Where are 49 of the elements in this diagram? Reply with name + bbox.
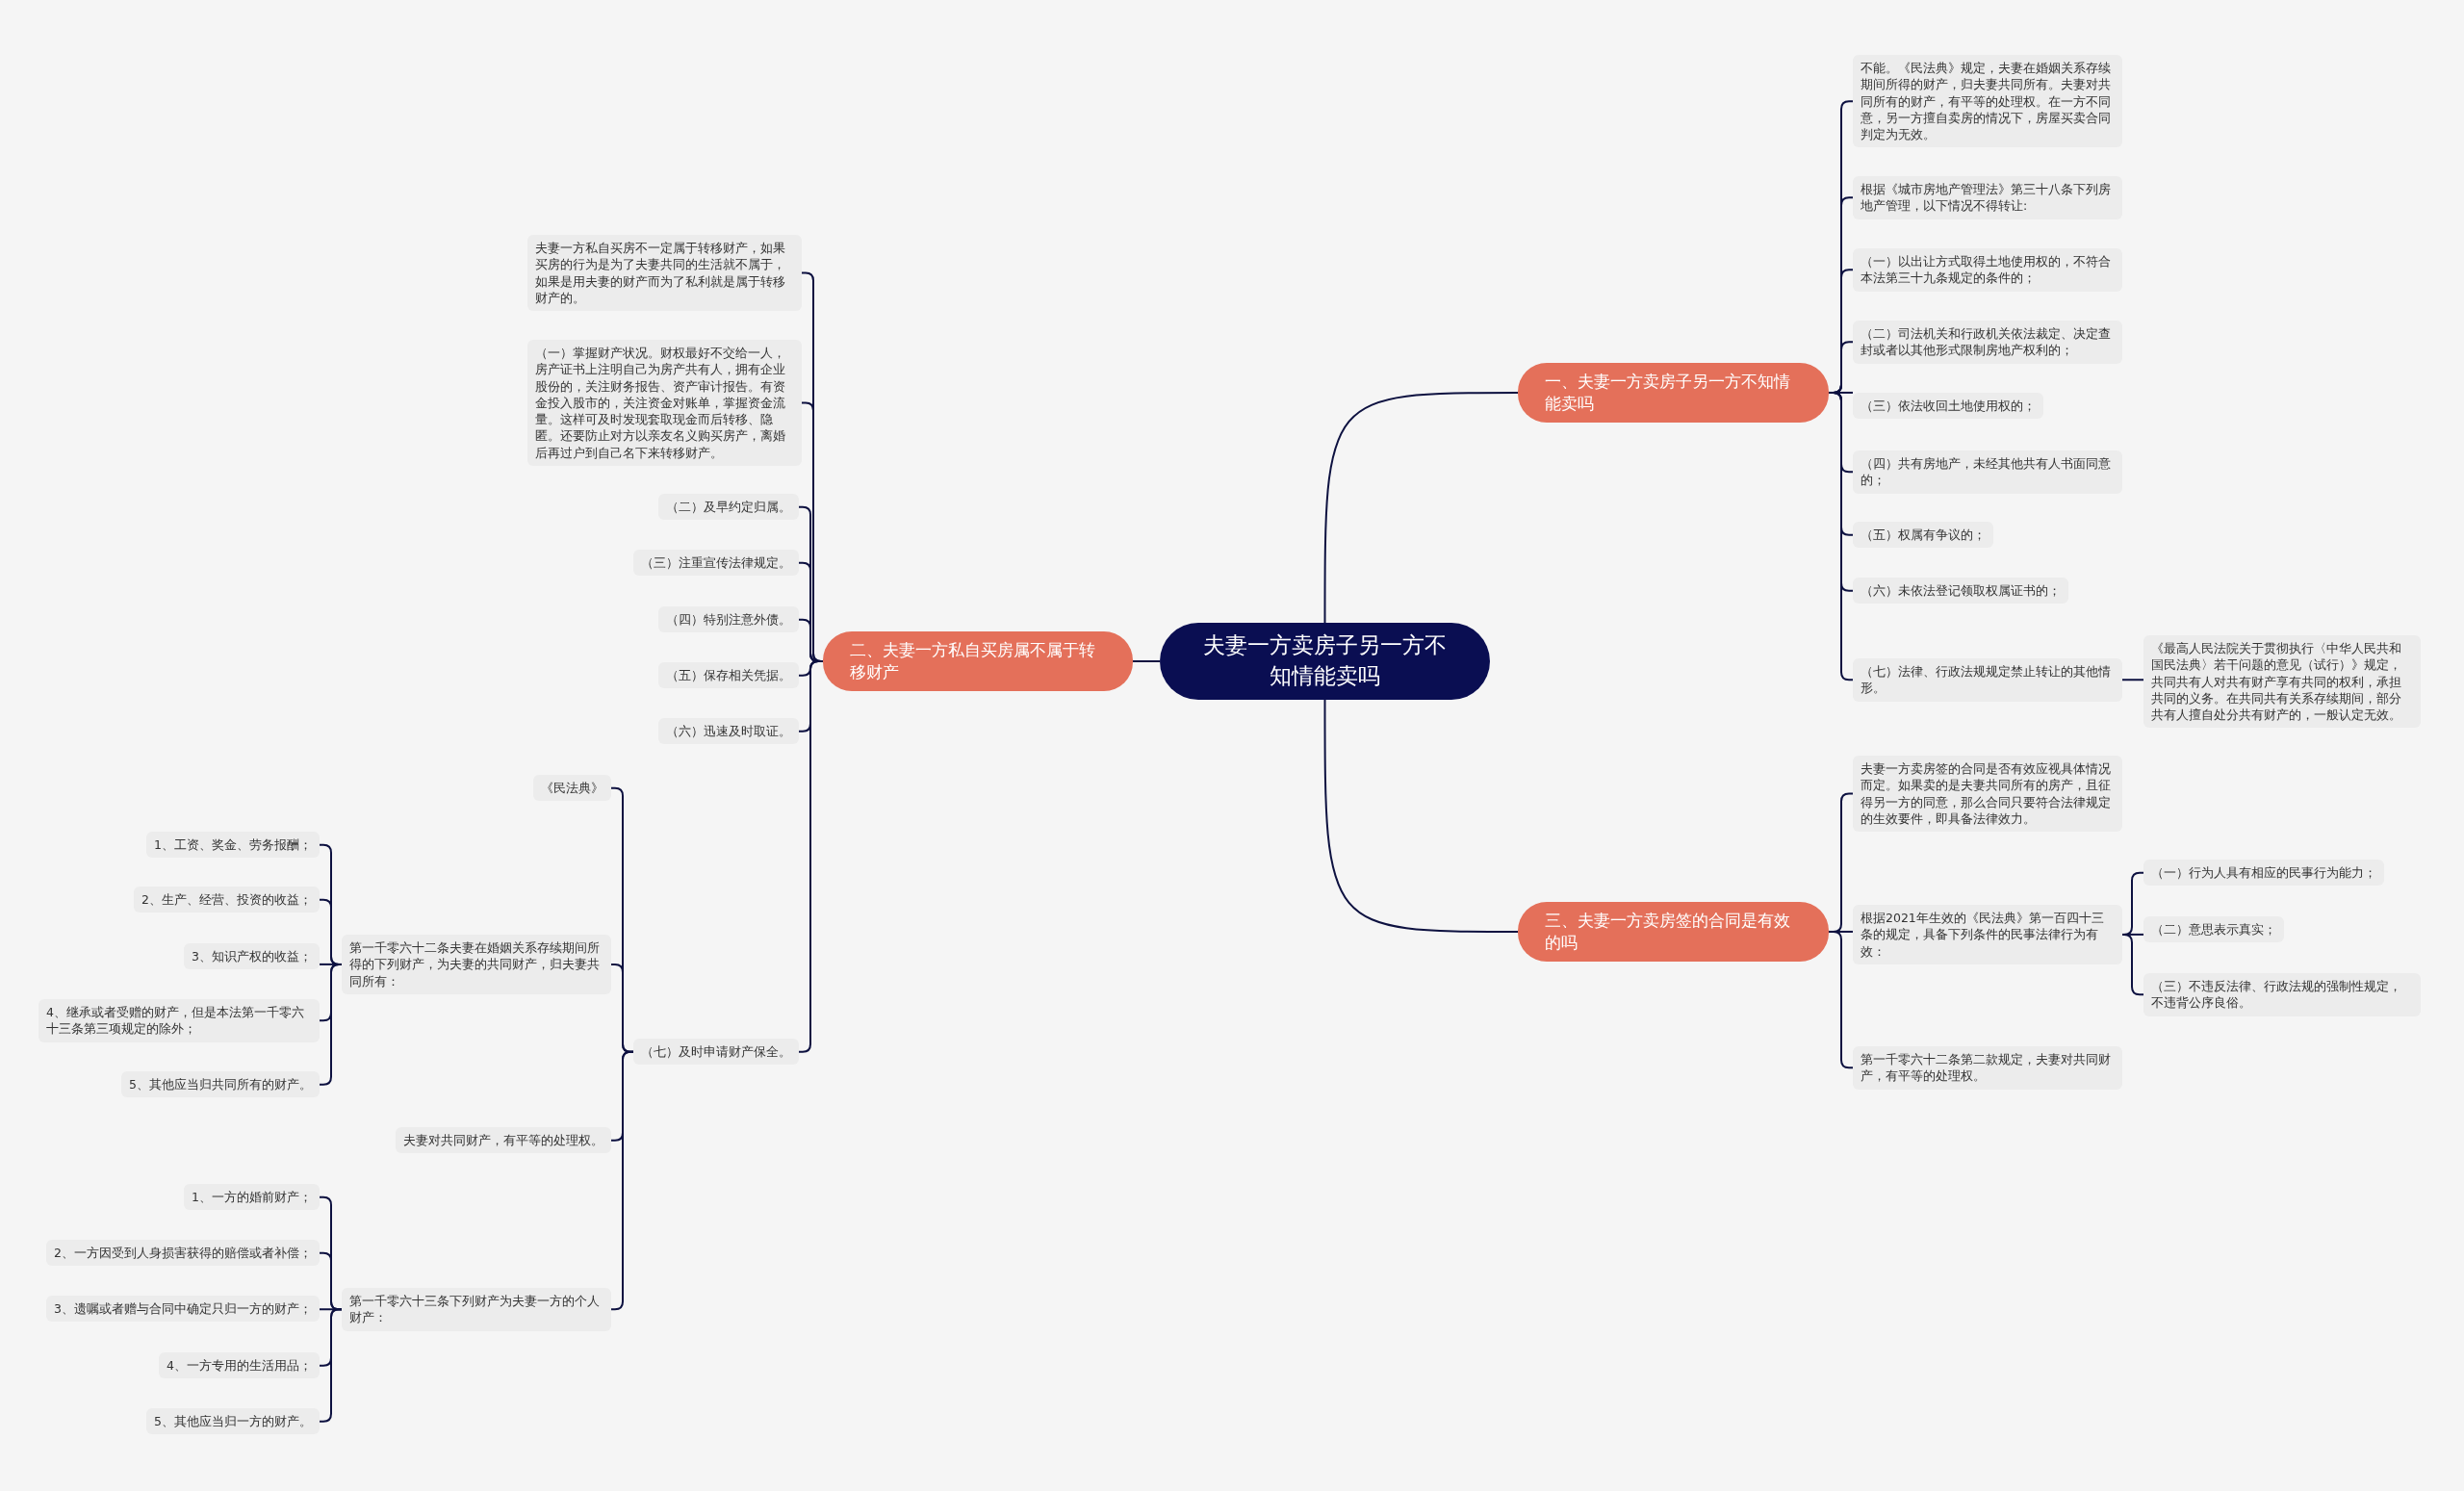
note-box: 3、知识产权的收益；: [184, 943, 320, 970]
note-box: 5、其他应当归一方的财产。: [146, 1408, 320, 1435]
note-box: （三）依法收回土地使用权的；: [1853, 393, 2043, 420]
note-box: （四）共有房地产，未经其他共有人书面同意的；: [1853, 450, 2122, 494]
central-topic: 夫妻一方卖房子另一方不知情能卖吗: [1160, 623, 1490, 700]
note-box: （五）权属有争议的；: [1853, 522, 1993, 549]
note-box: 根据《城市房地产管理法》第三十八条下列房地产管理，以下情况不得转让:: [1853, 176, 2122, 219]
note-box: （二）意思表示真实；: [2143, 916, 2284, 943]
note-box: （二）司法机关和行政机关依法裁定、决定查封或者以其他形式限制房地产权利的；: [1853, 321, 2122, 364]
note-box: （一）以出让方式取得土地使用权的，不符合本法第三十九条规定的条件的；: [1853, 248, 2122, 292]
note-box: （二）及早约定归属。: [658, 494, 799, 521]
note-box: 4、继承或者受赠的财产，但是本法第一千零六十三条第三项规定的除外；: [38, 999, 320, 1042]
note-box: 2、一方因受到人身损害获得的赔偿或者补偿；: [46, 1240, 320, 1267]
connector-line: [1323, 391, 1519, 624]
note-box: 夫妻一方私自买房不一定属于转移财产，如果买房的行为是为了夫妻共同的生活就不属于，如果是用夫妻的财产而为了私利就是属于转移财产的。: [527, 235, 802, 311]
note-box: （四）特别注意外债。: [658, 606, 799, 633]
note-box: 第一千零六十三条下列财产为夫妻一方的个人财产：: [342, 1288, 611, 1331]
note-box: 夫妻对共同财产，有平等的处理权。: [396, 1127, 611, 1154]
note-box: （一）掌握财产状况。财权最好不交给一人，房产证书上注明自己为房产共有人，拥有企业股份的，关注财务报告、资产审计报告。有资金投入股市的，关注资金对账单，掌握资金流量。这样可及时发现套取现金而后转移、隐匿。还要防止对方以亲友名义购买房产，离婚后再过户到自己名下来转移财产。: [527, 340, 802, 466]
note-box: 3、遗嘱或者赠与合同中确定只归一方的财产；: [46, 1296, 320, 1323]
branch-topic: 一、夫妻一方卖房子另一方不知情能卖吗: [1518, 363, 1829, 423]
note-box: 根据2021年生效的《民法典》第一百四十三条的规定，具备下列条件的民事法律行为有效：: [1853, 905, 2122, 964]
note-box: （六）迅速及时取证。: [658, 718, 799, 745]
note-box: 1、一方的婚前财产；: [184, 1184, 320, 1211]
note-box: 2、生产、经营、投资的收益；: [134, 887, 320, 913]
branch-topic: 二、夫妻一方私自买房属不属于转移财产: [823, 631, 1133, 691]
connector-line: [610, 1050, 634, 1311]
note-box: 4、一方专用的生活用品；: [159, 1352, 320, 1379]
note-box: 夫妻一方卖房签的合同是否有效应视具体情况而定。如果卖的是夫妻共同所有的房产，且征得另一方的同意，那么合同只要符合法律规定的生效要件，即具备法律效力。: [1853, 756, 2122, 832]
note-box: （六）未依法登记领取权属证书的；: [1853, 578, 2068, 604]
note-box: （七）及时申请财产保全。: [633, 1039, 799, 1066]
note-box: 《民法典》: [533, 775, 611, 802]
branch-topic: 三、夫妻一方卖房签的合同是有效的吗: [1518, 902, 1829, 962]
note-box: （一）行为人具有相应的民事行为能力；: [2143, 860, 2384, 887]
note-box: 第一千零六十二条第二款规定，夫妻对共同财产，有平等的处理权。: [1853, 1046, 2122, 1090]
note-box: 《最高人民法院关于贯彻执行〈中华人民共和国民法典〉若干问题的意见（试行）》规定，共同共有人对共有财产享有共同的权利，承担共同的义务。在共同共有关系存续期间，部分共有人擅自处分共有财产的，一般认定无效。: [2143, 635, 2421, 729]
note-box: 5、其他应当归共同所有的财产。: [121, 1071, 320, 1098]
note-box: （三）注重宣传法律规定。: [633, 550, 799, 577]
connector-line: [2121, 933, 2144, 996]
note-box: （五）保存相关凭据。: [658, 662, 799, 689]
note-box: 1、工资、奖金、劳务报酬；: [146, 832, 320, 859]
connector-line: [1323, 699, 1519, 933]
note-box: （七）法律、行政法规规定禁止转让的其他情形。: [1853, 658, 2122, 702]
note-box: （三）不违反法律、行政法规的强制性规定，不违背公序良俗。: [2143, 973, 2421, 1016]
note-box: 第一千零六十二条夫妻在婚姻关系存续期间所得的下列财产，为夫妻的共同财产，归夫妻共同所有：: [342, 935, 611, 994]
connector-line: [2121, 679, 2144, 681]
connector-line: [319, 1308, 343, 1423]
note-box: 不能。《民法典》规定，夫妻在婚姻关系存续期间所得的财产，归夫妻共同所有。夫妻对共同所有的财产，有平等的处理权。在一方不同意，另一方擅自卖房的情况下，房屋买卖合同判定为无效。: [1853, 55, 2122, 148]
connector-line: [1132, 660, 1161, 662]
